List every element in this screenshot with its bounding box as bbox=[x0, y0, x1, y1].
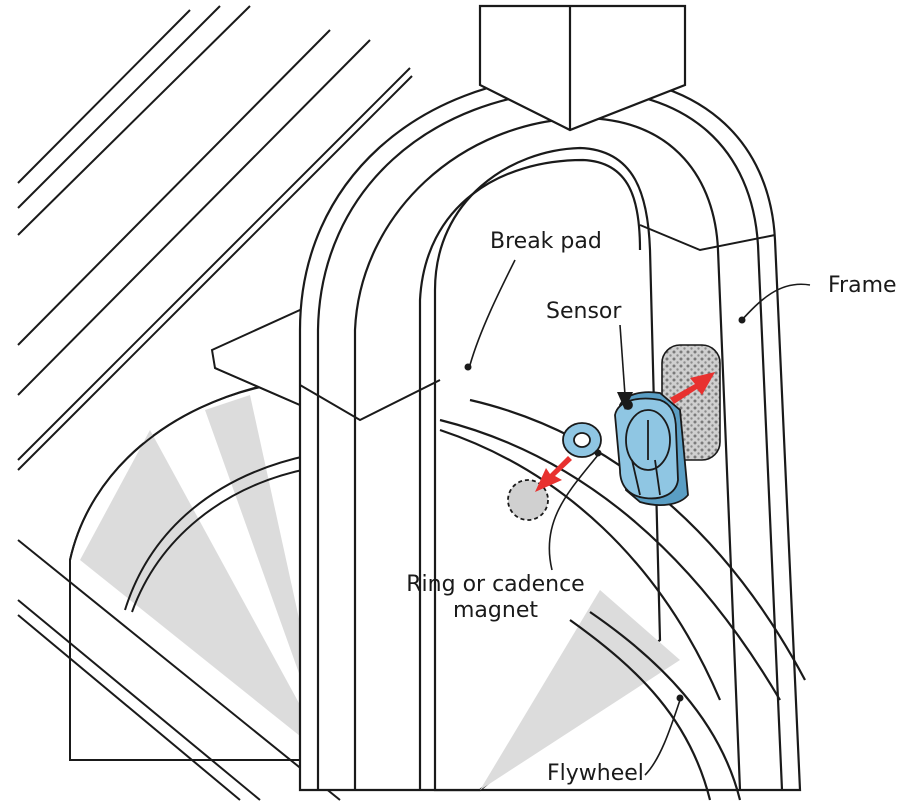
ring-magnet-label-line1: Ring or cadence bbox=[406, 572, 585, 597]
sensor-icon bbox=[614, 391, 689, 506]
flywheel-label: Flywheel bbox=[547, 761, 644, 786]
ring-magnet-label: Ring or cadence magnet bbox=[403, 572, 588, 624]
break-pad-label: Break pad bbox=[490, 229, 602, 254]
seat-post bbox=[478, 4, 687, 132]
ring-magnet-label-line2: magnet bbox=[453, 597, 538, 623]
frame-collar bbox=[299, 224, 776, 422]
magnet-leader bbox=[548, 454, 599, 571]
flywheel-rim bbox=[439, 398, 806, 801]
sensor-leader bbox=[619, 324, 626, 396]
frame-label: Frame bbox=[828, 273, 897, 298]
flywheel-leader bbox=[644, 699, 681, 776]
mount-arrows bbox=[535, 372, 715, 492]
frame-tubes-background bbox=[17, 5, 413, 471]
leader-lines bbox=[464, 259, 811, 776]
sensor-label: Sensor bbox=[546, 299, 622, 324]
lower-tube bbox=[17, 539, 341, 801]
flywheel-disc bbox=[69, 378, 341, 761]
break-pad-leader bbox=[469, 259, 516, 366]
frame-leader bbox=[739, 283, 811, 323]
